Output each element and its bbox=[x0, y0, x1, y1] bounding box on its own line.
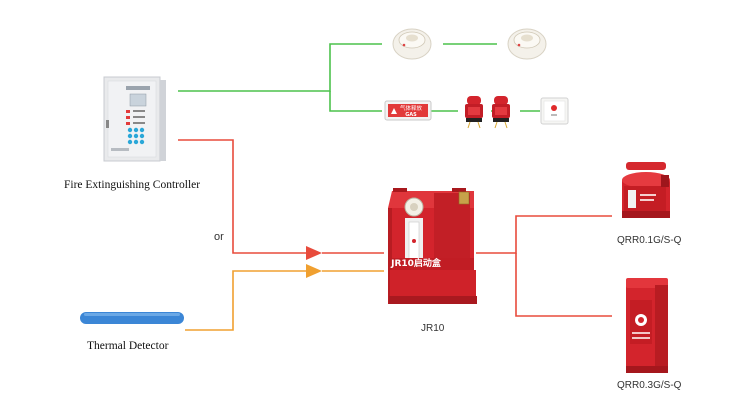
cylinder-top-label: QRR0.1G/S-Q bbox=[617, 235, 682, 246]
strobe-alarm-icon bbox=[492, 96, 510, 129]
jr10-label: JR10 bbox=[421, 323, 445, 334]
thermal-detector-label: Thermal Detector bbox=[87, 340, 169, 352]
gas-sign-cn-text: 气体释放 bbox=[400, 104, 423, 112]
gas-sign-en-text: GAS bbox=[405, 112, 417, 118]
orange-connection-line bbox=[185, 264, 384, 331]
extinguisher-cylinder-top bbox=[622, 162, 670, 218]
extinguisher-cylinder-bottom bbox=[626, 278, 668, 373]
manual-call-point-icon bbox=[540, 97, 569, 125]
controller-cabinet bbox=[103, 76, 166, 162]
jr10-plate-label: JR10启动盒 bbox=[390, 257, 442, 269]
smoke-detector-icon bbox=[507, 28, 547, 60]
smoke-detector-icon bbox=[392, 28, 432, 60]
red-arrowhead bbox=[306, 246, 322, 260]
jr10-starter-box: JR10启动盒 bbox=[388, 188, 477, 304]
red-connection-line bbox=[178, 139, 384, 260]
controller-label: Fire Extinguishing Controller bbox=[64, 179, 201, 191]
cylinder-bottom-label: QRR0.3G/S-Q bbox=[617, 380, 682, 391]
red-output-lines bbox=[476, 215, 612, 317]
orange-arrowhead bbox=[306, 264, 322, 278]
gas-release-sign: 气体释放 GAS bbox=[384, 100, 432, 121]
strobe-alarm-icon bbox=[465, 96, 483, 129]
green-connection-lines bbox=[178, 43, 540, 112]
or-label: or bbox=[214, 231, 224, 243]
